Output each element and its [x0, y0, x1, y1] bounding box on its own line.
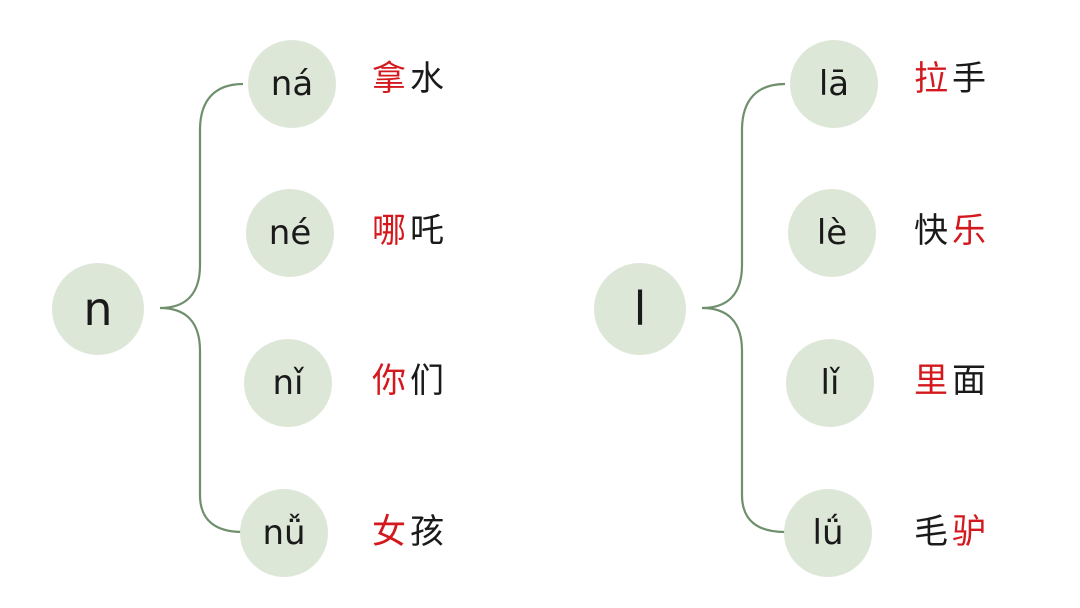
word-char: 你 [372, 361, 410, 401]
word-label: 快乐 [914, 214, 990, 248]
word-char: 拉 [914, 59, 952, 99]
word-char: 毛 [914, 512, 952, 552]
pinyin-label: lǐ [820, 363, 840, 403]
word-label: 女孩 [372, 515, 448, 549]
syllable-circle: nǚ [240, 489, 328, 577]
pinyin-label: lè [816, 213, 848, 253]
word-label: 你们 [372, 364, 448, 398]
brace-n [159, 82, 244, 534]
word-char: 里 [914, 361, 952, 401]
word-char: 女 [372, 512, 410, 552]
pinyin-label: nǐ [272, 363, 304, 403]
word-char: 乐 [952, 211, 990, 251]
syllable-circle: ná [248, 40, 336, 128]
syllable-circle: lè [788, 189, 876, 277]
root-letter: n [83, 282, 113, 336]
word-char: 哪 [372, 211, 410, 251]
syllable-circle: nǐ [244, 339, 332, 427]
word-char: 拿 [372, 59, 410, 99]
pinyin-label: né [268, 213, 312, 253]
syllable-circle: lā [790, 40, 878, 128]
root-letter: l [633, 282, 647, 336]
syllable-circle: né [246, 189, 334, 277]
word-label: 拿水 [372, 62, 448, 96]
word-label: 拉手 [914, 62, 990, 96]
word-char: 手 [952, 59, 990, 99]
word-char: 水 [410, 59, 448, 99]
pinyin-label: lǘ [812, 513, 844, 553]
word-char: 驴 [952, 512, 990, 552]
word-char: 快 [914, 211, 952, 251]
word-char: 吒 [410, 211, 448, 251]
syllable-circle: lǐ [786, 339, 874, 427]
pinyin-label: lā [818, 64, 850, 104]
pinyin-label: nǚ [262, 513, 306, 553]
word-label: 哪吒 [372, 214, 448, 248]
word-label: 里面 [914, 364, 990, 398]
word-label: 毛驴 [914, 515, 990, 549]
root-circle-l: l [594, 263, 686, 355]
word-char: 孩 [410, 512, 448, 552]
brace-l [701, 82, 786, 534]
root-circle-n: n [52, 263, 144, 355]
pinyin-label: ná [270, 64, 314, 104]
syllable-circle: lǘ [784, 489, 872, 577]
word-char: 面 [952, 361, 990, 401]
word-char: 们 [410, 361, 448, 401]
